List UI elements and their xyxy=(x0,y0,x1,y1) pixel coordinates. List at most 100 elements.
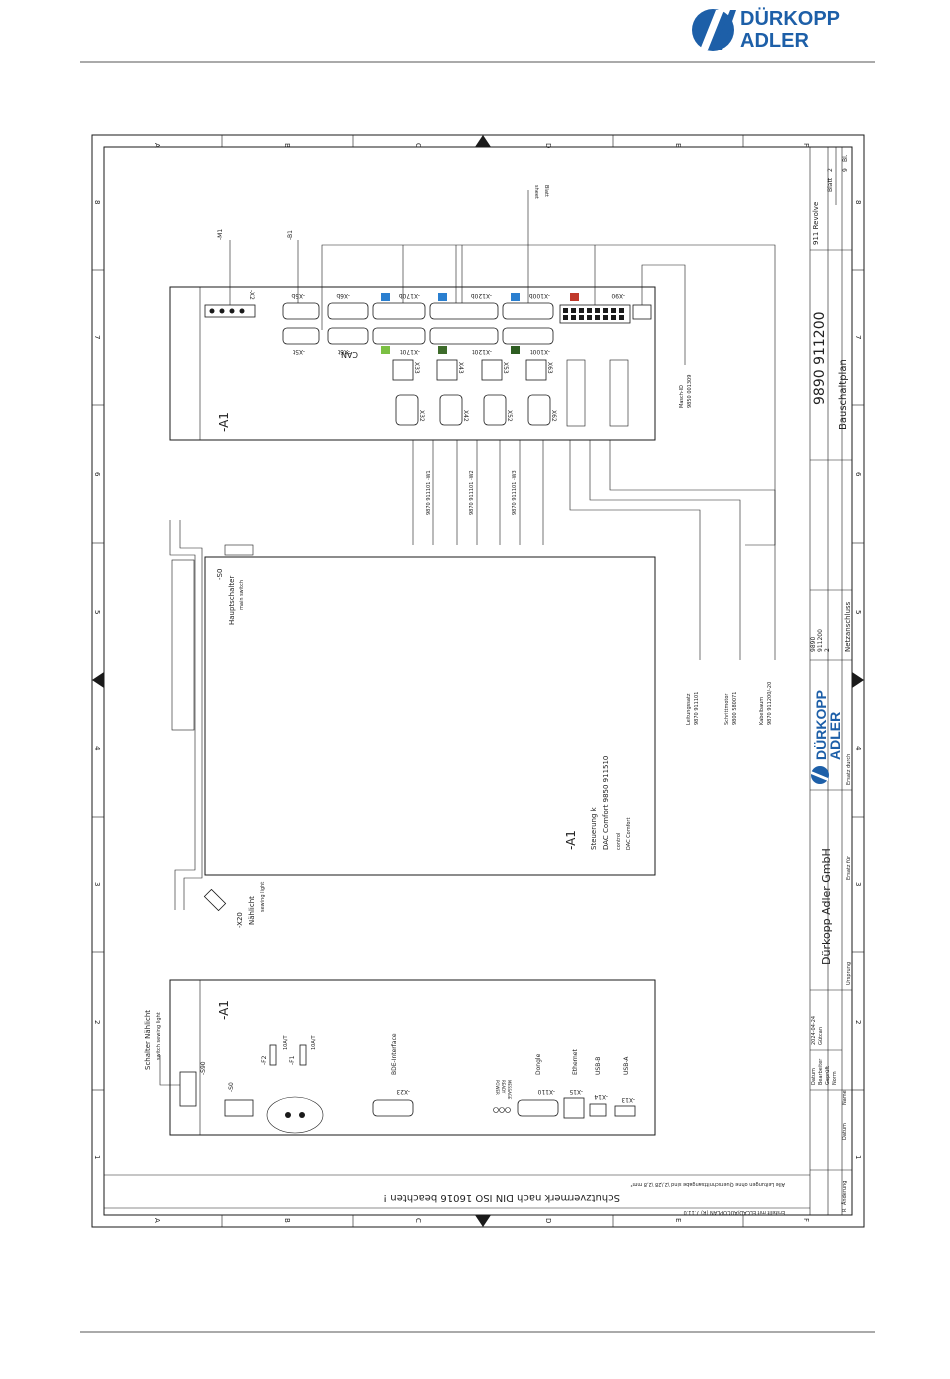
conn-x100t: -X100t xyxy=(530,348,550,355)
norm-label: Norm xyxy=(832,1071,838,1085)
col-C-top: C xyxy=(414,143,422,148)
row-1-right: 1 xyxy=(854,1155,862,1159)
conn-x14: -X14 xyxy=(594,1093,608,1100)
x120b-indicator xyxy=(438,293,447,301)
row-6-right: 6 xyxy=(854,472,862,477)
col-D-bottom: D xyxy=(544,1218,552,1223)
row-8-right: 8 xyxy=(854,200,862,204)
editor-label: Bearbeiter xyxy=(818,1058,824,1085)
footer xyxy=(80,1331,875,1333)
checked-label: Geprüft xyxy=(825,1066,831,1085)
brand-logo: DÜRKOPP ADLER xyxy=(80,7,875,63)
control-unit: -S0 Hauptschalter main switch -X20 Nähli… xyxy=(169,520,773,928)
loom1-no: 9870 911101 xyxy=(694,692,700,725)
title-brand-icon xyxy=(811,766,829,784)
change-label: Änderung xyxy=(841,1181,848,1205)
title-brand-line2: ADLER xyxy=(827,712,843,760)
col-A-top: A xyxy=(153,143,161,148)
fuse-f2: -F2 xyxy=(261,1055,268,1065)
dongle-label: Dongle xyxy=(535,1053,542,1075)
origin-label: Ursprung xyxy=(846,962,852,985)
col-B-top: B xyxy=(283,143,291,148)
col-E-top: E xyxy=(674,143,682,147)
x20-id: -X20 xyxy=(236,912,244,928)
brand-mark-icon xyxy=(692,9,736,51)
ref-3: 2 xyxy=(824,648,831,652)
col-C-bottom: C xyxy=(414,1218,422,1223)
col-D-top: D xyxy=(544,143,552,148)
cabinet-top-label: -A1 xyxy=(217,412,231,432)
x170t-indicator xyxy=(381,346,390,354)
x170b-indicator xyxy=(381,293,390,301)
control-de: Steuerung k xyxy=(590,806,598,850)
motor-no: 9800 580071 xyxy=(732,692,738,725)
row-3-left: 3 xyxy=(93,882,101,886)
sensor-b1: -B1 xyxy=(287,230,294,240)
protection-note: Schutzvermerk nach DIN ISO 16016 beachte… xyxy=(383,1192,620,1203)
sub-x63: X63 xyxy=(546,362,553,374)
fuse-f1-rating: 10A/T xyxy=(311,1035,317,1050)
frame-grid xyxy=(92,135,864,1227)
x100t-indicator xyxy=(511,346,520,354)
mach-id-label: Masch-ID xyxy=(679,385,685,408)
usb-b-label: USB-B xyxy=(595,1057,602,1075)
conn-x100b: -X100b xyxy=(529,292,550,299)
row-8-left: 8 xyxy=(93,200,101,204)
can-label: CAN xyxy=(341,350,358,359)
conn-x110: -X110 xyxy=(537,1088,555,1095)
date-label: Datum xyxy=(811,1068,817,1085)
usb-a-label: USB-A xyxy=(623,1056,630,1075)
mach-id: 9850 001309 xyxy=(687,375,693,408)
fuse-f2-rating: 10A/T xyxy=(283,1035,289,1050)
datum2-label: Datum xyxy=(842,1123,848,1140)
replaced-label: Ersatz durch xyxy=(846,754,852,785)
r-label: R xyxy=(842,1208,848,1212)
drawing-type: Bauschaltplan xyxy=(838,359,849,430)
conn-x15: -X15 xyxy=(569,1088,583,1095)
ref-1: 9890 xyxy=(810,637,817,652)
row-2-right: 2 xyxy=(854,1020,862,1024)
conn-x90: -X90 xyxy=(611,292,625,299)
x90-indicator xyxy=(570,293,579,301)
sheet-en: sheet xyxy=(533,185,539,199)
sheet-label: Blatt xyxy=(827,177,834,192)
sub-x33: X33 xyxy=(413,362,420,374)
sheet-no: 2 xyxy=(827,168,834,172)
conn-x5t: -X5t xyxy=(292,348,305,355)
crosssection-note: Alle Leitungen ohne Querschnittsangabe s… xyxy=(630,1181,785,1187)
product-name: 911 Revolve xyxy=(812,202,820,245)
company-name: Dürkopp Adler GmbH xyxy=(820,848,833,965)
cabinet-bottom: -A1 Schalter Nählicht switch sewing ligh… xyxy=(144,979,656,1136)
cable-w1: 9870 911101 -W1 xyxy=(426,470,432,515)
creator-note: Erstellt mit ELCAD/AUCOPLAN (R) 7.11.0 xyxy=(684,1209,785,1215)
x20-en: sewing light xyxy=(260,882,266,912)
conn-x6b: -X6b xyxy=(336,292,350,299)
row-1-left: 1 xyxy=(93,1155,101,1159)
sub-x53: X53 xyxy=(502,362,509,374)
x20-de: Nählicht xyxy=(248,896,256,925)
ref-2: 911200 xyxy=(817,629,824,652)
s0-en: main switch xyxy=(239,580,245,610)
conn-x120b: -X120b xyxy=(471,292,492,299)
motor-m1: -M1 xyxy=(217,229,224,240)
sub-x43: X43 xyxy=(457,362,464,374)
ethernet-label: Ethernet xyxy=(572,1049,579,1075)
led-power: POWER xyxy=(495,1080,500,1095)
sheet-suffix: Bl. xyxy=(842,154,849,162)
name-label: Name xyxy=(842,1090,848,1105)
col-E-bottom: E xyxy=(674,1218,682,1222)
col-A-bottom: A xyxy=(153,1218,161,1223)
conn-x120t: -X120t xyxy=(472,348,492,355)
sub-x62: X62 xyxy=(550,410,557,422)
row-5-left: 5 xyxy=(93,610,101,614)
led-ready: READY xyxy=(501,1080,506,1094)
s90-title-de: Schalter Nählicht xyxy=(144,1010,152,1070)
sheet-de: Blatt xyxy=(543,185,549,197)
fuse-f1: -F1 xyxy=(289,1055,296,1065)
control-part: DAC Comfort 9850 911510 xyxy=(602,756,610,850)
col-F-bottom: F xyxy=(802,1218,810,1222)
row-3-right: 3 xyxy=(854,882,862,886)
motor-label: Schrittmotor xyxy=(724,693,730,725)
control-name: DAC Comfort xyxy=(626,818,632,850)
